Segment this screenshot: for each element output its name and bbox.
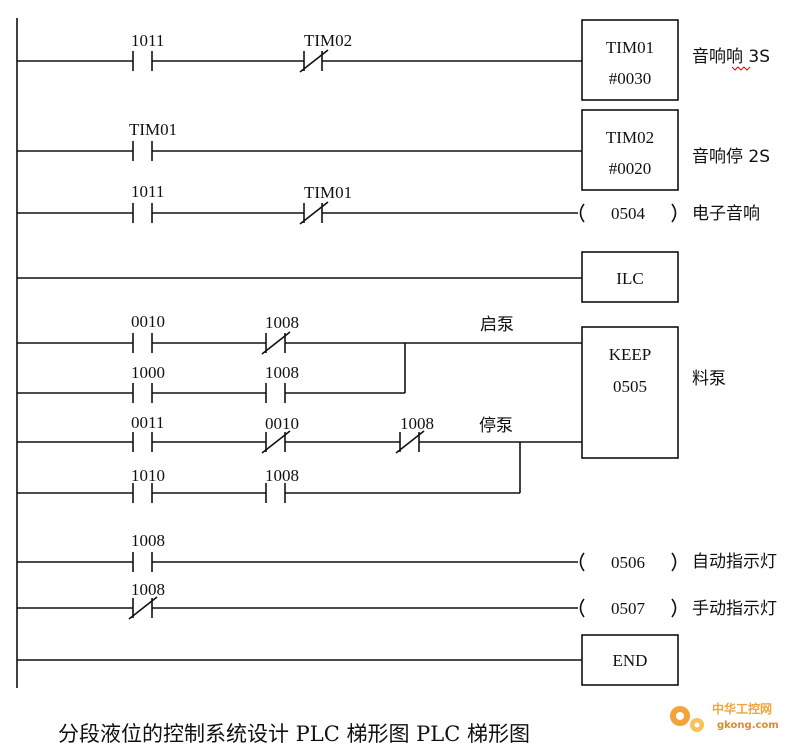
contact-label: 0010 (131, 312, 165, 331)
rung-4 (17, 251, 679, 303)
block-name: END (613, 651, 648, 670)
coil-number: 0504 (611, 204, 646, 223)
contact-label: 1008 (265, 313, 299, 332)
contact-label: 1008 (265, 363, 299, 382)
annotation: 自动指示灯 (692, 552, 777, 572)
contact-label: TIM02 (304, 31, 352, 50)
annotation: 音响响 3S (692, 47, 770, 67)
block-name: KEEP (609, 345, 652, 364)
annotation: 停泵 (479, 416, 513, 436)
contact-label: 1000 (131, 363, 165, 382)
block-param: #0030 (609, 69, 652, 88)
annotation: 启泵 (480, 315, 514, 335)
keep-rung (17, 326, 679, 503)
contact-label: 0010 (265, 414, 299, 433)
annotation: 料泵 (692, 369, 726, 389)
contact-label: TIM01 (304, 183, 352, 202)
contact-label: TIM01 (129, 120, 177, 139)
figure-caption: 分段液位的控制系统设计 PLC 梯形图 PLC 梯形图 (58, 722, 530, 746)
block-name: TIM01 (606, 38, 654, 57)
contact-label: 1011 (131, 31, 164, 50)
ilc-block (581, 251, 679, 303)
svg-text:gkong.com: gkong.com (717, 720, 779, 731)
contact-label: 1008 (131, 531, 165, 550)
coil-number: 0506 (611, 553, 645, 572)
gear-icon (670, 706, 704, 732)
spellcheck-squiggle (731, 66, 751, 71)
contact-label: 1011 (131, 182, 164, 201)
contact-label: 1008 (131, 580, 165, 599)
block-param: 0505 (613, 377, 647, 396)
rung-3 (17, 201, 677, 225)
tim01-block (581, 19, 679, 101)
contact-label: 1010 (131, 466, 165, 485)
annotation: 电子音响 (692, 204, 760, 224)
block-name: ILC (616, 269, 643, 288)
coil-number: 0507 (611, 599, 646, 618)
block-param: #0020 (609, 159, 652, 178)
tim02-block (581, 109, 679, 191)
end-block (581, 634, 679, 686)
rung-end (17, 634, 679, 686)
watermark: 中华工控网 gkong.com (670, 701, 779, 732)
annotation: 手动指示灯 (692, 599, 777, 619)
contact-label: 1008 (400, 414, 434, 433)
block-name: TIM02 (606, 128, 654, 147)
contact-label: 0011 (131, 413, 164, 432)
annotation: 音响停 2S (692, 147, 770, 167)
keep-block (581, 326, 679, 459)
contact-label: 1008 (265, 466, 299, 485)
rung-auto (17, 552, 677, 572)
rung-1 (17, 19, 679, 101)
rung-2 (17, 109, 679, 191)
svg-text:中华工控网: 中华工控网 (712, 701, 772, 716)
rung-manual (17, 596, 677, 620)
